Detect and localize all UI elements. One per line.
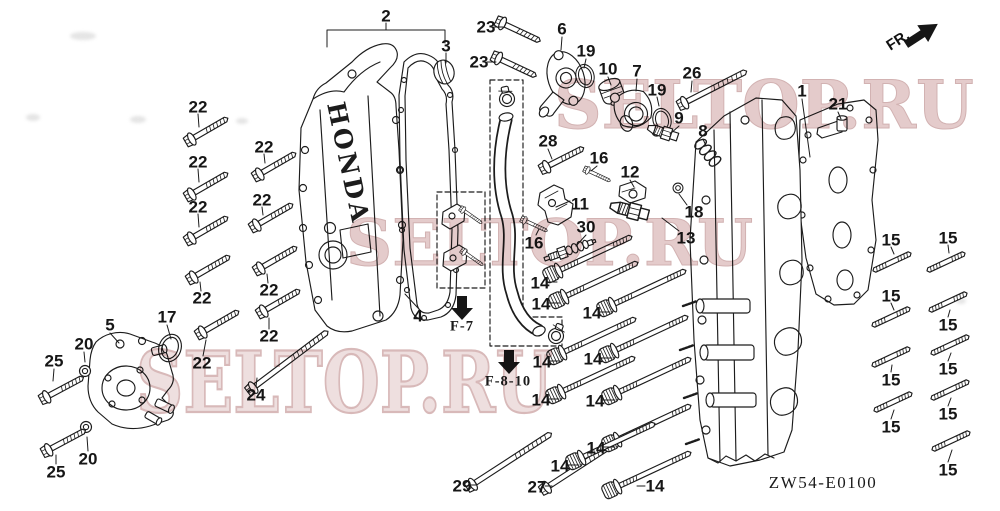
part-callout-20: 20 — [78, 449, 98, 469]
bolt-23b — [489, 49, 539, 82]
part-callout-14: 14 — [530, 273, 550, 293]
part-callout-25: 25 — [46, 462, 66, 482]
part-callout-16: 16 — [524, 233, 544, 253]
part-callout-14: 14 — [582, 303, 602, 323]
part-callout-21: 21 — [828, 94, 848, 114]
part-callout-15: 15 — [938, 460, 958, 480]
part-callout-22: 22 — [188, 97, 208, 117]
spark-plug — [542, 235, 598, 265]
part-callout-14: 14 — [532, 352, 552, 372]
bracket-11 — [537, 184, 574, 226]
part-callout-4: 4 — [413, 306, 423, 326]
bolt-16b — [519, 215, 549, 235]
o-ring-17 — [158, 333, 182, 363]
fr-arrow-icon — [903, 23, 938, 48]
f7-arrow-icon — [451, 296, 473, 320]
washer-20a — [78, 364, 92, 378]
part-callout-6: 6 — [557, 19, 567, 39]
bolt-23a — [493, 14, 543, 47]
head-gasket-plate — [797, 99, 879, 306]
part-callout-14: 14 — [586, 438, 606, 458]
bolt-25a — [37, 371, 86, 406]
scan-speck — [130, 116, 146, 123]
part-callout-20: 20 — [74, 334, 94, 354]
part-callout-15: 15 — [881, 370, 901, 390]
part-callout-19: 19 — [576, 41, 596, 61]
f810-arrow-icon — [498, 350, 520, 374]
part-callout-14: 14 — [645, 476, 665, 496]
part-callout-14: 14 — [585, 391, 605, 411]
part-callout-12: 12 — [620, 162, 640, 182]
washer-18 — [672, 182, 684, 194]
scan-speck — [956, 298, 966, 304]
part-callout-22: 22 — [188, 152, 208, 172]
part-callout-11: 11 — [571, 194, 589, 214]
dowel-pin-21 — [836, 115, 848, 132]
part-callout-15: 15 — [881, 417, 901, 437]
part-callout-30: 30 — [576, 217, 596, 237]
part-callout-22: 22 — [192, 288, 212, 308]
thermostat-housing — [609, 89, 662, 137]
part-callout-22: 22 — [254, 137, 274, 157]
part-callout-8: 8 — [698, 121, 708, 141]
part-callout-3: 3 — [441, 36, 451, 56]
part-callout-22: 22 — [252, 190, 272, 210]
part-callout-16: 16 — [589, 148, 609, 168]
diagram-code: ZW54-E0100 — [768, 473, 878, 492]
sub-assembly-box-f7 — [436, 191, 486, 289]
part-callout-24: 24 — [246, 385, 266, 405]
part-callout-17: 17 — [157, 307, 177, 327]
scan-speck — [26, 114, 40, 121]
seal-cap — [433, 59, 455, 85]
part-callout-28: 28 — [538, 131, 558, 151]
part-callout-14: 14 — [583, 349, 603, 369]
part-callout-14: 14 — [550, 456, 570, 476]
part-callout-2: 2 — [381, 6, 391, 26]
part-callout-15: 15 — [938, 359, 958, 379]
ref-label-f7: F-7 — [450, 318, 474, 335]
part-callout-15: 15 — [938, 404, 958, 424]
scan-speck — [70, 32, 96, 40]
part-callout-14: 14 — [531, 390, 551, 410]
part-callout-13: 13 — [676, 228, 696, 248]
f7-brackets — [441, 203, 485, 272]
breather-hose — [493, 84, 568, 347]
part-callout-5: 5 — [105, 315, 115, 335]
part-callout-15: 15 — [881, 230, 901, 250]
cylinder-head — [678, 97, 804, 467]
part-callout-15: 15 — [938, 228, 958, 248]
ref-label-f810: F-8-10 — [484, 373, 532, 390]
part-callout-26: 26 — [682, 63, 702, 83]
scan-speck — [236, 118, 248, 124]
part-callout-15: 15 — [938, 315, 958, 335]
part-callout-23: 23 — [476, 17, 496, 37]
part-callout-1: 1 — [797, 81, 807, 101]
bolt-16a — [582, 165, 612, 185]
part-callout-19: 19 — [647, 80, 667, 100]
leader-lines — [52, 22, 953, 487]
sub-assembly-box-f810 — [489, 79, 563, 347]
valve-cover: HONDA — [298, 43, 407, 333]
part-callout-15: 15 — [881, 286, 901, 306]
part-callout-10: 10 — [598, 59, 618, 79]
part-callout-25: 25 — [44, 351, 64, 371]
part-callout-14: 14 — [531, 294, 551, 314]
part-callout-22: 22 — [259, 326, 279, 346]
part-callout-18: 18 — [684, 202, 704, 222]
part-callout-22: 22 — [259, 280, 279, 300]
part-callout-7: 7 — [632, 61, 642, 81]
valve-cover-gasket — [396, 52, 461, 322]
thermostat-cover — [538, 50, 586, 118]
part-callout-22: 22 — [192, 353, 212, 373]
bracket-12 — [618, 180, 647, 204]
part-callout-22: 22 — [188, 197, 208, 217]
part-callout-27: 27 — [527, 477, 547, 497]
part-callout-23: 23 — [469, 52, 489, 72]
part-callout-9: 9 — [674, 108, 684, 128]
part-callout-29: 29 — [452, 476, 472, 496]
